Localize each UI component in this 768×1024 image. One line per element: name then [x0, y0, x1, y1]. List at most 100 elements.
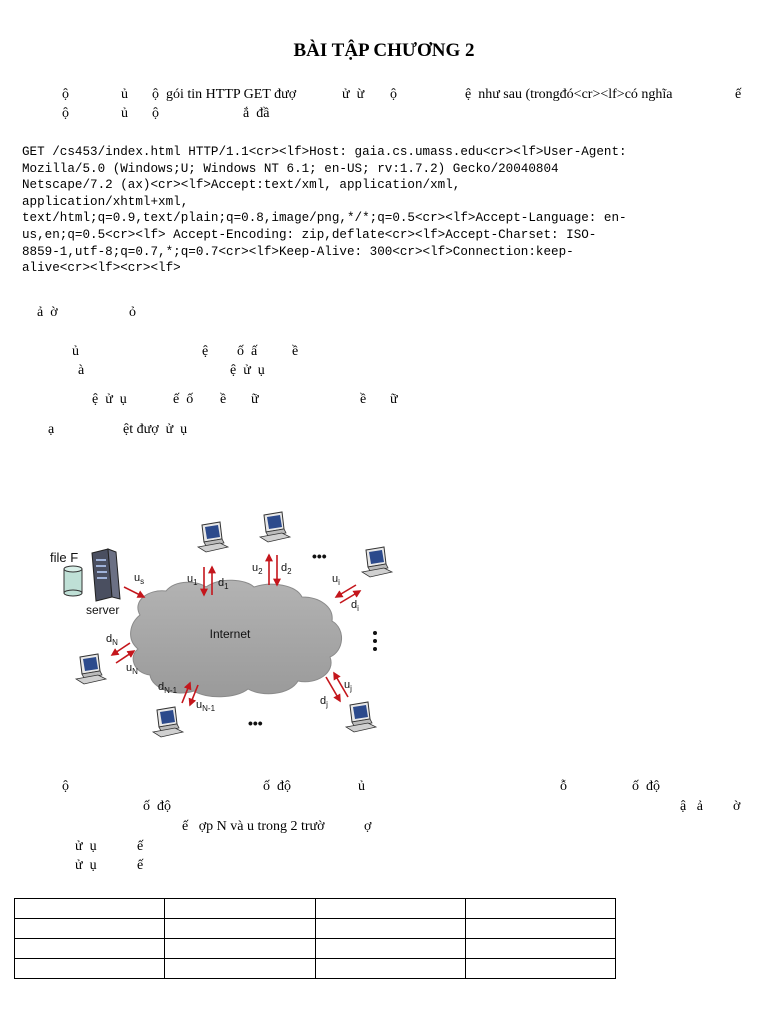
text-fragment: ộ gói tin HTTP GET đượ	[152, 87, 297, 102]
text-fragment: ế	[735, 87, 742, 102]
http-request-line: Netscape/7.2 (ax)<cr><lf>Accept:text/xml…	[22, 178, 461, 193]
peer-n-computer-icon	[75, 653, 107, 685]
text-fragment: ề	[360, 392, 367, 407]
text-fragment: ờ	[733, 799, 741, 814]
more-peers-dot	[373, 639, 377, 643]
text-fragment: ế ố	[173, 392, 194, 407]
text-fragment: ộ	[152, 106, 159, 121]
text-fragment: ủ	[121, 87, 128, 102]
table-cell[interactable]	[164, 918, 316, 939]
di-label: di	[351, 599, 359, 613]
text-fragment: ộ	[390, 87, 397, 102]
uj-label: uj	[344, 679, 352, 693]
p2p-distribution-diagram: Internet file F server us u1 d1 u2 d2 ••…	[50, 511, 393, 738]
http-request-line: application/xhtml+xml,	[22, 194, 189, 209]
table-cell[interactable]	[314, 898, 466, 919]
text-fragment: ế ợp N và u trong 2 trườ	[182, 819, 325, 834]
text-fragment: ệ	[202, 344, 209, 359]
file-f-icon	[63, 565, 83, 597]
un-label: uN	[126, 662, 138, 676]
http-request-line: GET /cs453/index.html HTTP/1.1<cr><lf>Ho…	[22, 145, 627, 159]
table-row	[13, 938, 617, 959]
d1-label: d1	[218, 577, 229, 591]
server-upload-arrow	[123, 586, 146, 598]
table-cell[interactable]	[314, 958, 466, 979]
text-fragment: ạ	[48, 422, 55, 437]
dn-1-label: dN-1	[158, 681, 178, 695]
text-fragment: ố độ	[632, 779, 660, 794]
ui-label: ui	[332, 573, 340, 587]
peer-1-computer-icon	[197, 521, 229, 553]
peer-j-computer-icon	[345, 701, 377, 733]
table-cell[interactable]	[164, 958, 316, 979]
text-fragment: ề	[292, 344, 299, 359]
text-fragment: ế	[137, 839, 144, 854]
text-fragment: ộ	[62, 779, 69, 794]
text-fragment: ủ	[358, 779, 365, 794]
text-fragment: ủ	[72, 344, 79, 359]
table-row	[13, 958, 617, 979]
more-peers-dots-top: •••	[312, 548, 327, 564]
server-icon	[91, 548, 121, 602]
page-title: BÀI TẬP CHƯƠNG 2	[293, 40, 475, 61]
table-cell[interactable]	[314, 918, 466, 939]
table-cell[interactable]	[464, 938, 617, 959]
http-request-line: 8859-1,utf-8;q=0.7,*;q=0.7<cr><lf>Keep-A…	[22, 244, 574, 259]
dj-label: dj	[320, 695, 328, 709]
server-label: server	[86, 603, 119, 617]
table-cell[interactable]	[164, 938, 316, 959]
table-cell[interactable]	[13, 918, 166, 939]
text-fragment: ữ	[390, 392, 398, 407]
table-cell[interactable]	[464, 898, 617, 919]
table-cell[interactable]	[464, 918, 617, 939]
table-cell[interactable]	[13, 958, 166, 979]
http-request-line: Mozilla/5.0 (Windows;U; Windows NT 6.1; …	[22, 161, 559, 176]
table-cell[interactable]	[314, 938, 466, 959]
peer-2-computer-icon	[259, 511, 291, 543]
text-fragment: ợ	[364, 819, 372, 834]
http-request-line: text/html;q=0.9,text/plain;q=0.8,image/p…	[22, 211, 627, 226]
text-fragment: ệ ử ụ	[230, 363, 265, 378]
text-fragment: ỗ	[560, 779, 567, 794]
internet-cloud	[130, 579, 342, 698]
file-f-label: file F	[50, 550, 78, 565]
text-fragment: ệ như sau (trongđó<cr><lf>có nghĩa	[465, 87, 673, 102]
text-fragment: ệ ử ụ	[92, 392, 127, 407]
text-fragment: ộ	[62, 106, 69, 121]
http-request-line: us,en;q=0.5<cr><lf> Accept-Encoding: zip…	[22, 228, 597, 242]
text-fragment: ả ờ	[37, 305, 58, 320]
text-fragment: ỏ	[129, 305, 136, 320]
table-cell[interactable]	[164, 898, 316, 919]
table-row	[13, 918, 617, 939]
more-peers-dot	[373, 631, 377, 635]
dn-label: dN	[106, 633, 118, 647]
text-fragment: ố ấ	[237, 344, 258, 359]
answer-table	[13, 898, 617, 979]
text-fragment: ố độ	[263, 779, 291, 794]
table-cell[interactable]	[13, 938, 166, 959]
text-fragment: ử ừ	[342, 87, 365, 102]
text-fragment: ử ụ	[75, 858, 97, 873]
text-fragment: ủ	[121, 106, 128, 121]
more-peers-dots-bottom: •••	[248, 715, 263, 731]
text-fragment: ệt đượ ử ụ	[123, 422, 188, 437]
u2-label: u2	[252, 562, 263, 576]
un-1-label: uN-1	[196, 699, 216, 713]
text-fragment: ữ	[251, 392, 259, 407]
text-fragment: ề	[220, 392, 227, 407]
table-row	[13, 898, 617, 919]
text-fragment: ậ ả	[680, 799, 703, 814]
table-cell[interactable]	[13, 898, 166, 919]
text-fragment: ử ụ	[75, 839, 97, 854]
peer-i-computer-icon	[361, 546, 393, 578]
table-cell[interactable]	[464, 958, 617, 979]
text-fragment: ế	[137, 858, 144, 873]
us-label: us	[134, 572, 144, 586]
u1-label: u1	[187, 573, 198, 587]
internet-label: Internet	[210, 627, 251, 641]
peer-n-1-computer-icon	[152, 706, 184, 738]
text-fragment: ắ đầ	[243, 106, 270, 121]
text-fragment: à	[78, 363, 85, 378]
d2-label: d2	[281, 562, 292, 576]
text-fragment: ố độ	[143, 799, 171, 814]
